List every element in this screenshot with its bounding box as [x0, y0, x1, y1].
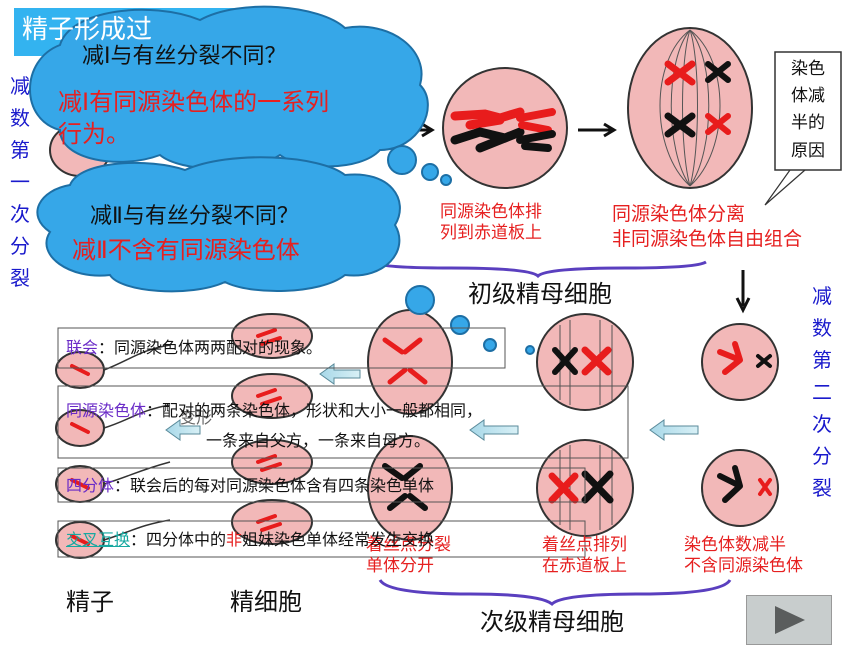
label-sperm: 精子 [66, 588, 114, 616]
term-homologous: 同源染色体 [66, 401, 147, 420]
vertical-char: 裂 [10, 266, 30, 290]
cloud-top-question: 减Ⅰ与有丝分裂不同？ [82, 44, 287, 69]
label-meiosis-two: 减 数 第 二 次 分 裂 [810, 280, 834, 504]
vertical-char: 次 [10, 202, 30, 226]
cloud-bottom [36, 156, 401, 293]
callout-line: 染色 [791, 59, 825, 79]
definition-crossing-over: 交叉互换：四分体中的非姐妹染色单体经常发生交换 [66, 532, 434, 548]
definition-boxes [57, 327, 629, 558]
definition-tetrad: 四分体：联会后的每对同源染色体含有四条染色单体 [66, 478, 434, 494]
label-chromatid-separation: 着丝点分裂 单体分开 [366, 535, 451, 578]
cell-homolog-separation [627, 27, 753, 189]
label-centromere-aligned: 着丝点排列 在赤道板上 [542, 535, 627, 578]
cell-anaphase-two-bottom [367, 435, 453, 541]
definition-text: 姐妹染色单体经常发生交换 [242, 530, 435, 549]
play-next-icon [775, 606, 805, 634]
definition-text: ：同源染色体两两配对的现象。 [98, 338, 323, 357]
cell-metaphase-two-top [536, 313, 634, 411]
label-line: 染色体数减半 [684, 535, 786, 555]
cell-secondary-bottom [701, 449, 779, 527]
label-line: 非同源染色体自由组合 [612, 227, 803, 250]
label-secondary-spermatocyte: 次级精母细胞 [480, 608, 624, 636]
label-line: 同源染色体排 [440, 202, 542, 222]
vertical-char: 第 [10, 138, 30, 162]
vertical-char: 第 [812, 348, 832, 372]
callout-line: 半的 [791, 113, 825, 134]
label-spermatid: 精细胞 [230, 588, 302, 616]
definition-synapsis: 联会：同源染色体两两配对的现象。 [66, 340, 322, 356]
label-transform: 变形 [180, 408, 213, 427]
callout-text: 染色 体减 半的 原因 [778, 56, 838, 165]
vertical-char: 分 [10, 234, 30, 258]
vertical-char: 分 [812, 444, 832, 468]
next-slide-button[interactable] [746, 595, 832, 645]
label-line: 单体分开 [366, 556, 434, 577]
callout-line: 体减 [791, 86, 825, 107]
label-line: 着丝点分裂 [366, 535, 451, 555]
term-synapsis: 联会 [66, 338, 99, 357]
vertical-char: 裂 [812, 476, 832, 500]
vertical-char: 二 [812, 380, 832, 404]
callout-box [764, 51, 842, 206]
vertical-char: 数 [812, 316, 832, 340]
label-meiosis-one: 减 数 第 一 次 分 裂 [8, 70, 32, 294]
cell-secondary-top [701, 323, 779, 401]
vertical-char: 次 [812, 412, 832, 436]
label-primary-spermatocyte: 初级精母细胞 [468, 280, 612, 308]
label-line: 在赤道板上 [542, 556, 627, 577]
bracket-primary [371, 260, 707, 279]
definition-text: ：联会后的每对同源染色体含有四条染色单体 [114, 476, 435, 495]
definition-text: ：四分体中的 [130, 530, 227, 549]
cell-anaphase-two-top [367, 309, 453, 415]
bracket-secondary [378, 579, 732, 607]
label-chromosome-halved: 染色体数减半 不含同源染色体 [684, 535, 803, 578]
vertical-char: 数 [10, 106, 30, 130]
label-separation: 同源染色体分离 非同源染色体自由组合 [612, 202, 802, 251]
cell-synapsis [442, 67, 568, 189]
label-synapsis: 同源染色体排 列到赤道板上 [440, 202, 542, 245]
page-title: 精子形成过 [22, 15, 153, 45]
cloud-bubbles [387, 145, 535, 355]
callout-line: 原因 [791, 140, 825, 161]
label-line: 同源染色体分离 [612, 203, 746, 225]
definition-text: 一条来自父方，一条来自母方。 [206, 431, 431, 451]
cloud-top [29, 5, 429, 170]
term-crossing-over[interactable]: 交叉互换 [66, 530, 131, 549]
vertical-char: 一 [10, 170, 30, 194]
term-tetrad: 四分体 [66, 476, 115, 495]
cloud-bottom-question: 减Ⅱ与有丝分裂不同？ [90, 204, 299, 229]
cloud-top-answer-line1: 减Ⅰ有同源染色体的一系列 [58, 88, 330, 116]
label-line: 着丝点排列 [542, 535, 627, 555]
vertical-char: 减 [10, 74, 30, 98]
spermatid-cells [231, 313, 313, 545]
block-arrows [165, 363, 699, 441]
cloud-top-answer-line2: 行为。 [58, 120, 130, 148]
definition-text: ：配对的两条染色体，形状和大小一般都相同， [146, 401, 483, 420]
label-line: 不含同源染色体 [684, 556, 803, 577]
vertical-char: 减 [812, 284, 832, 308]
definition-homologous: 同源染色体：配对的两条染色体，形状和大小一般都相同， 一条来自父方，一条来自母方… [66, 396, 482, 457]
sperm-cells [55, 344, 171, 559]
definition-emphasis: 非 [226, 530, 243, 549]
cloud-bottom-answer: 减Ⅱ不含有同源染色体 [72, 236, 300, 264]
label-line: 列到赤道板上 [440, 223, 542, 244]
